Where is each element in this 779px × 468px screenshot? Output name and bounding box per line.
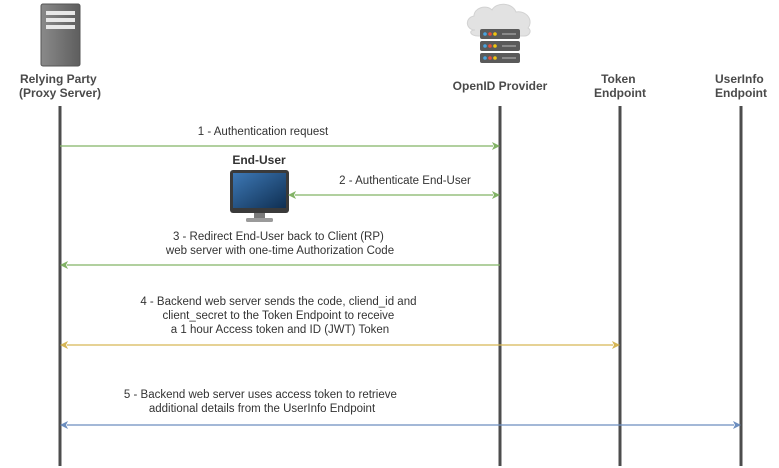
message-2-arrowhead-left bbox=[288, 191, 296, 199]
message-3: 3 - Redirect End-User back to Client (RP… bbox=[60, 231, 500, 269]
message-2: 2 - Authenticate End-User bbox=[288, 175, 500, 199]
message-4-label: 4 - Backend web server sends the code, c… bbox=[140, 296, 419, 336]
message-3-arrowhead bbox=[60, 261, 68, 269]
message-2-arrowhead-right bbox=[492, 191, 500, 199]
end-user-label: End-User bbox=[232, 153, 286, 167]
participant-label-relying-party: Relying Party (Proxy Server) bbox=[19, 72, 101, 100]
message-4: 4 - Backend web server sends the code, c… bbox=[60, 296, 620, 349]
message-1-arrowhead bbox=[492, 142, 500, 150]
message-3-label: 3 - Redirect End-User back to Client (RP… bbox=[165, 231, 394, 257]
participant-label-userinfo-endpoint: UserInfo Endpoint bbox=[715, 72, 767, 100]
participant-label-token-endpoint: Token Endpoint bbox=[594, 72, 646, 100]
desktop-monitor-icon bbox=[230, 170, 289, 222]
message-4-arrowhead-left bbox=[60, 341, 68, 349]
message-1-label: 1 - Authentication request bbox=[198, 126, 329, 138]
message-5-label: 5 - Backend web server uses access token… bbox=[124, 389, 400, 415]
message-5-arrowhead-left bbox=[60, 421, 68, 429]
server-tower-icon bbox=[40, 3, 81, 67]
message-5: 5 - Backend web server uses access token… bbox=[60, 389, 741, 429]
message-4-arrowhead-right bbox=[612, 341, 620, 349]
message-5-arrowhead-right bbox=[733, 421, 741, 429]
cloud-server-icon bbox=[466, 3, 531, 63]
message-1: 1 - Authentication request bbox=[60, 126, 500, 150]
message-2-label: 2 - Authenticate End-User bbox=[339, 175, 471, 187]
participant-label-openid-provider: OpenID Provider bbox=[453, 79, 548, 93]
